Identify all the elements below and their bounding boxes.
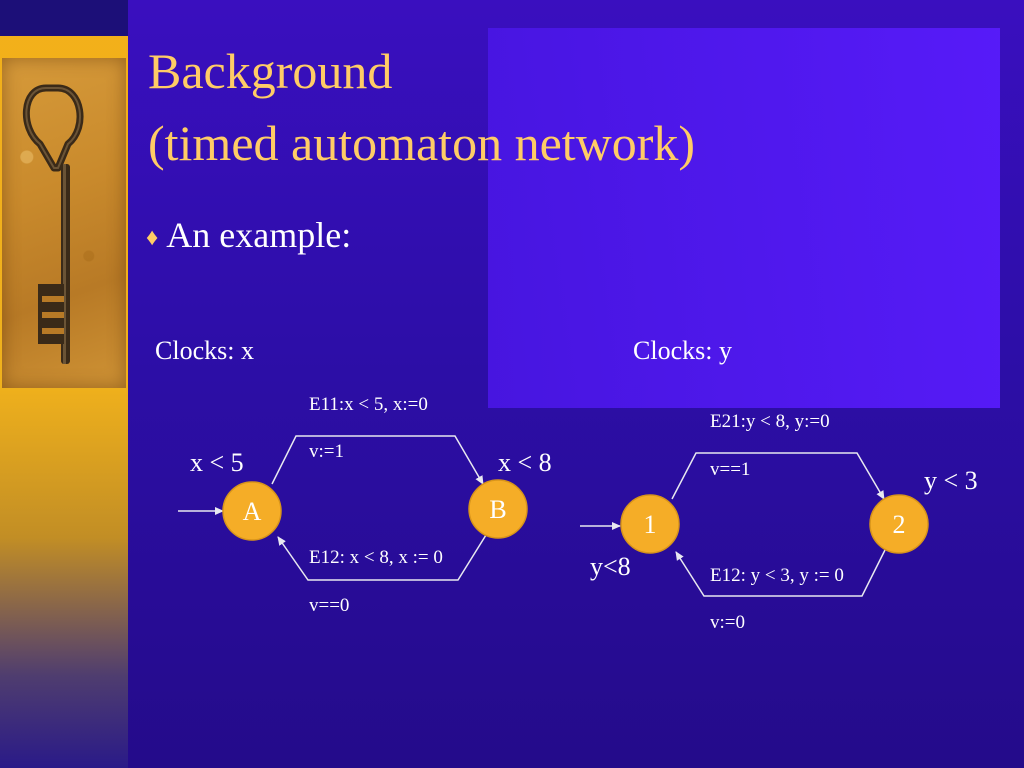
slide-title-line-1: Background xyxy=(148,43,393,99)
automaton2-edge-bottom-update: v:=0 xyxy=(710,612,745,633)
automaton1-invariant-b: x < 8 xyxy=(498,448,552,477)
node-a-label: A xyxy=(243,497,262,526)
node-1-label: 1 xyxy=(644,510,657,539)
bullet-text: An example: xyxy=(166,215,352,255)
automaton1-edge-bottom-update: v==0 xyxy=(309,595,350,616)
automaton2-edge-bottom-label: E12: y < 3, y := 0 xyxy=(710,565,844,586)
automaton2-edge-top-update: v==1 xyxy=(710,459,751,480)
automaton2-invariant-2: y < 3 xyxy=(924,466,978,495)
automaton2-edge-bottom xyxy=(675,549,886,597)
automaton1-invariant-a: x < 5 xyxy=(190,448,244,477)
automaton2-clocks-label: Clocks: y xyxy=(633,336,732,365)
automaton1-clocks-label: Clocks: x xyxy=(155,336,254,365)
automaton2-invariant-1: y<8 xyxy=(590,552,631,581)
key-icon xyxy=(23,84,84,364)
key-photo xyxy=(2,58,126,388)
automaton2-edge-top-label: E21:y < 8, y:=0 xyxy=(710,411,830,432)
node-a: A xyxy=(222,481,282,541)
diamond-bullet-icon: ♦ xyxy=(146,225,159,252)
automaton1-edge-bottom-label: E12: x < 8, x := 0 xyxy=(309,547,443,568)
left-bar-top-block xyxy=(0,0,128,36)
bullet-item: ♦ An example: xyxy=(146,214,351,256)
automaton1-edge-bottom xyxy=(277,534,487,581)
slide-title-line-2: (timed automaton network) xyxy=(148,115,696,171)
automaton1-edge-top xyxy=(271,435,484,485)
node-2-label: 2 xyxy=(893,510,906,539)
automaton1-edge-top-update: v:=1 xyxy=(309,441,344,462)
background-panel xyxy=(488,28,1000,408)
node-b-label: B xyxy=(489,495,506,524)
automaton1-edge-top-label: E11:x < 5, x:=0 xyxy=(309,394,428,415)
node-2: 2 xyxy=(869,494,929,554)
node-b: B xyxy=(468,479,528,539)
node-1: 1 xyxy=(620,494,680,554)
automaton2-edge-top xyxy=(671,452,885,500)
